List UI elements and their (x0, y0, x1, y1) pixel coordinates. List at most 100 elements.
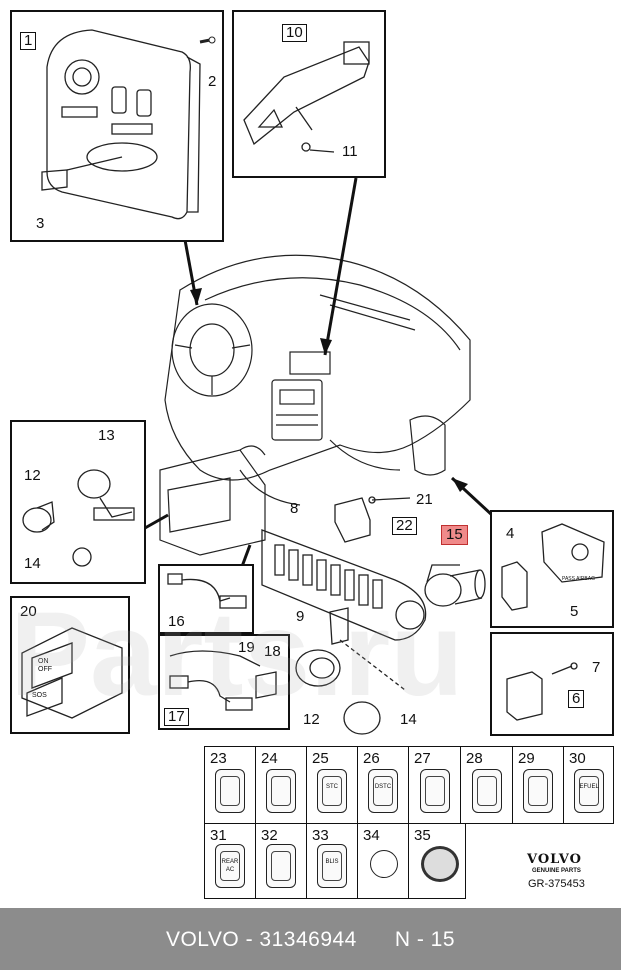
callout-17: 17 (164, 708, 189, 726)
box-hazard-switch: 10 11 (232, 10, 386, 178)
callout-2: 2 (208, 73, 217, 90)
switch-cap-text: EFUEL (578, 776, 599, 806)
switch-cap-text: STC (322, 776, 342, 806)
switch-cell-32: 32 (255, 823, 307, 899)
box-headlamp-panel: 1 2 3 (10, 10, 224, 242)
callout-4: 4 (506, 525, 515, 542)
switch-label: 25 (312, 750, 329, 767)
callout-20: 20 (20, 603, 37, 620)
switch-button (266, 769, 296, 813)
callout-22: 22 (392, 517, 417, 535)
switch-cell-29: 29 (512, 746, 564, 824)
switch-cap-text: DSTC (373, 776, 393, 806)
switch-cap-text (528, 776, 548, 806)
switch-cap-text (271, 851, 291, 881)
switch-cell-23: 23 (204, 746, 256, 824)
round-button-icon (370, 850, 398, 878)
harness-16-illustration (167, 573, 247, 609)
switch-label: 32 (261, 827, 278, 844)
callout-11: 11 (342, 143, 358, 160)
switch-cell-35: 35 (408, 823, 466, 899)
switch-cap-text (220, 776, 240, 806)
sos-panel-illustration (21, 627, 123, 719)
pass-airbag-label: PASS AIRBAG (562, 576, 595, 582)
switch-cell-27: 27 (408, 746, 461, 824)
switch-label: 23 (210, 750, 227, 767)
callout-18: 18 (264, 643, 281, 660)
sos-label: SOS (32, 692, 47, 699)
hazard-switch-illustration (243, 41, 370, 153)
switch-cell-34: 34 (357, 823, 409, 899)
switch-button: REAR AC (215, 844, 245, 888)
callout-3: 3 (36, 215, 45, 232)
box-harness-17: 19 18 17 (158, 634, 290, 730)
switch-6-illustration (506, 662, 578, 721)
switch-button: DSTC (368, 769, 398, 813)
callout-9: 9 (296, 608, 305, 625)
switch-button: STC (317, 769, 347, 813)
box-harness-16: 16 (158, 564, 254, 634)
grille-slots (274, 544, 383, 609)
callout-1: 1 (20, 32, 37, 50)
callout-8: 8 (290, 500, 299, 517)
switch-label: 27 (414, 750, 431, 767)
switch-cap-text: REAR AC (220, 851, 240, 881)
switch-label: 34 (363, 827, 380, 844)
volvo-logo: VOLVO (527, 852, 582, 867)
switch-button (471, 769, 502, 813)
headlamp-switch-illustration (41, 29, 216, 220)
callout-15: 15 (441, 525, 468, 545)
switch-cell-24: 24 (255, 746, 307, 824)
switch-label: 28 (466, 750, 483, 767)
callout-6: 6 (568, 690, 585, 708)
switch-label: 26 (363, 750, 380, 767)
callout-19: 19 (238, 639, 255, 656)
socket-kit-illustration (22, 469, 135, 567)
callout-21: 21 (416, 491, 433, 508)
switch-label: 35 (414, 827, 431, 844)
airbag-switch-illustration (501, 523, 605, 611)
switch-cap-text: BLIS (322, 851, 342, 881)
switch-label: 24 (261, 750, 278, 767)
callout-7: 7 (592, 659, 601, 676)
switch-button (419, 769, 450, 813)
switch-button: BLIS (317, 844, 347, 888)
switch-label: 29 (518, 750, 535, 767)
callout-10: 10 (282, 24, 307, 42)
switch-cap-text (476, 776, 497, 806)
footer-bar: VOLVO - 31346944 N - 15 (0, 908, 621, 970)
on-off-label: ON OFF (38, 658, 52, 673)
switch-label: 33 (312, 827, 329, 844)
callout-14: 14 (24, 555, 41, 572)
callout-12-lower: 12 (303, 711, 320, 728)
callout-14-lower: 14 (400, 711, 417, 728)
switch-cap-text (424, 776, 445, 806)
switch-label: 31 (210, 827, 227, 844)
box-switch-6: 7 6 (490, 632, 614, 736)
switch-cell-28: 28 (460, 746, 513, 824)
diagram-code: GR-375453 (528, 878, 585, 890)
switch-button: EFUEL (573, 769, 604, 813)
footer-text: VOLVO - 31346944 N - 15 (165, 928, 456, 951)
harness-17-illustration (169, 650, 277, 711)
dashboard-illustration (144, 177, 494, 735)
switch-button (523, 769, 553, 813)
callout-5: 5 (570, 603, 579, 620)
ring-button-icon (421, 846, 459, 882)
callout-12: 12 (24, 467, 41, 484)
callout-13: 13 (98, 427, 115, 444)
parts-diagram: 1 2 3 10 11 (10, 10, 614, 899)
switch-button (215, 769, 245, 813)
switch-button (266, 844, 296, 888)
box-passenger-airbag: 4 5 PASS AIRBAG (490, 510, 614, 628)
switch-label: 30 (569, 750, 586, 767)
box-socket-kit: 13 12 14 (10, 420, 146, 584)
switch-cap-text (271, 776, 291, 806)
